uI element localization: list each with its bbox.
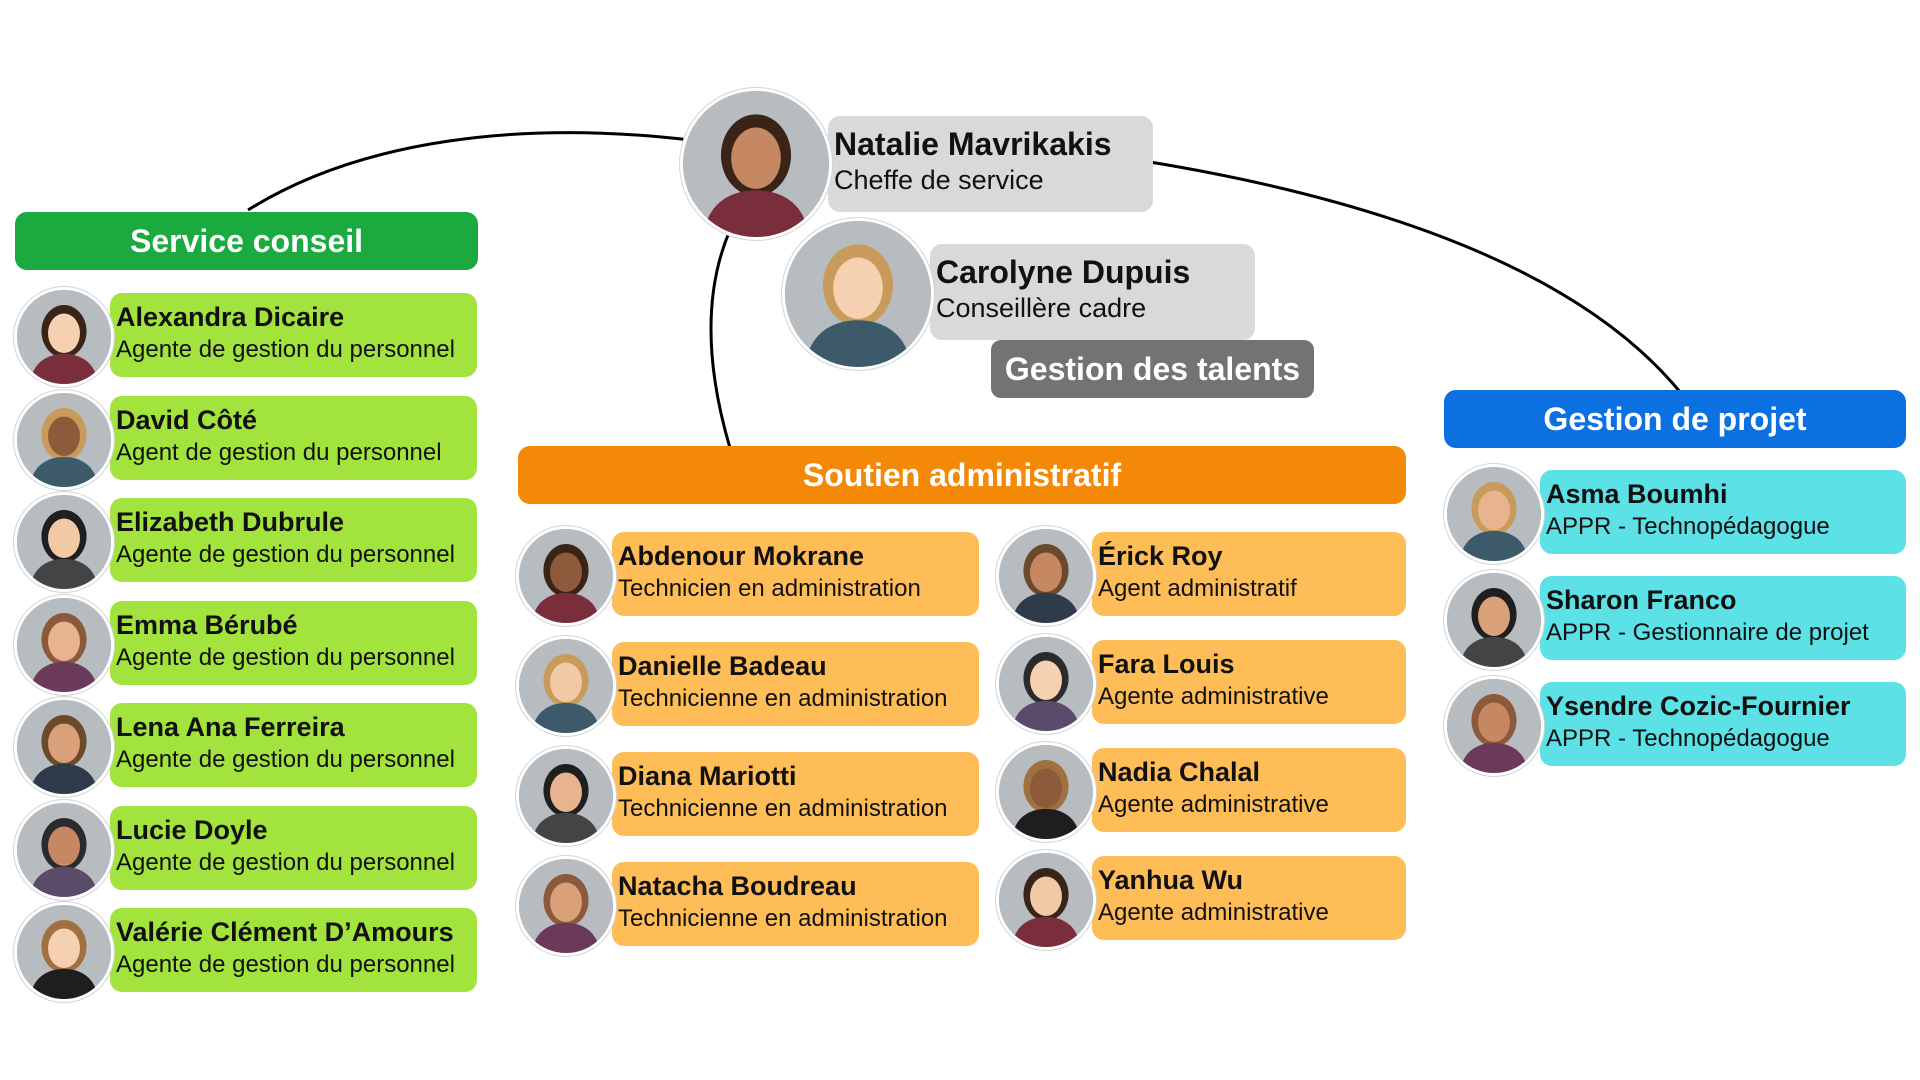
member-name: Diana Mariotti [618, 761, 797, 791]
member-role: APPR - Gestionnaire de projet [1546, 619, 1869, 646]
connector-service-conseil [247, 131, 691, 212]
gestion-projet-title: Gestion de projet [1543, 400, 1807, 437]
connector-gestion-projet [1149, 160, 1682, 393]
soutien-administratif-header: Soutien administratif [518, 446, 1406, 504]
talents-badge: Gestion des talents [991, 340, 1314, 398]
member-name: Érick Roy [1098, 541, 1223, 571]
member-role: APPR - Technopédagogue [1546, 725, 1830, 752]
head-name: Natalie Mavrikakis [834, 126, 1112, 162]
member-avatar [996, 742, 1096, 842]
member-name: Emma Bérubé [116, 609, 298, 640]
member-role: APPR - Technopédagogue [1546, 513, 1830, 540]
member-role: Technicienne en administration [618, 905, 948, 932]
head-card: Natalie Mavrikakis Cheffe de service [828, 116, 1153, 212]
soutien-administratif-title: Soutien administratif [802, 456, 1122, 493]
member-avatar [14, 389, 114, 490]
talents-badge-label: Gestion des talents [1004, 350, 1301, 387]
adviser-name: Carolyne Dupuis [936, 254, 1191, 290]
member-avatar [1444, 570, 1544, 670]
member-name: Natacha Boudreau [618, 871, 857, 901]
member-avatar [516, 636, 616, 736]
member-role: Agent de gestion du personnel [116, 438, 442, 466]
member-role: Agente de gestion du personnel [116, 848, 455, 876]
member-name: Valérie Clément D’Amours [116, 917, 454, 947]
member-role: Technicienne en administration [618, 795, 948, 822]
member-name: Danielle Badeau [618, 651, 827, 681]
member-avatar [516, 856, 616, 956]
member-avatar [14, 799, 114, 900]
member-name: Ysendre Cozic-Fournier [1546, 691, 1851, 721]
member-name: Lena Ana Ferreira [116, 712, 345, 742]
member-name: Abdenour Mokrane [618, 541, 865, 571]
adviser-role: Conseillère cadre [936, 293, 1147, 323]
member-role: Agente administrative [1098, 791, 1329, 818]
member-name: Fara Louis [1098, 649, 1235, 679]
member-name: Alexandra Dicaire [116, 302, 345, 332]
member-name: Nadia Chalal [1098, 757, 1261, 787]
member-avatar [996, 850, 1096, 950]
member-avatar [14, 594, 114, 695]
member-name: Sharon Franco [1546, 585, 1737, 615]
member-avatar [14, 492, 114, 592]
gestion-projet-header: Gestion de projet [1444, 390, 1906, 448]
member-role: Agente de gestion du personnel [116, 541, 455, 568]
member-name: David Côté [116, 404, 258, 435]
connector-soutien-administratif [709, 229, 732, 449]
member-avatar [996, 526, 1096, 626]
member-role: Agent administratif [1098, 575, 1297, 602]
member-role: Agente de gestion du personnel [116, 336, 455, 363]
member-role: Agente de gestion du personnel [116, 951, 455, 978]
service-conseil-header: Service conseil [15, 212, 478, 270]
member-role: Agente de gestion du personnel [116, 643, 455, 671]
member-name: Lucie Doyle [116, 814, 268, 845]
service-conseil-title: Service conseil [129, 222, 364, 259]
member-avatar [1444, 464, 1544, 564]
member-card: Yanhua Wu Agente administrative [1092, 856, 1406, 940]
member-role: Agente administrative [1098, 683, 1329, 710]
member-avatar [14, 287, 114, 387]
member-role: Agente administrative [1098, 899, 1329, 926]
member-role: Agente de gestion du personnel [116, 746, 455, 773]
member-role: Technicienne en administration [618, 685, 948, 712]
member-name: Asma Boumhi [1546, 479, 1728, 509]
adviser-avatar [782, 218, 934, 370]
member-avatar [996, 634, 1096, 734]
adviser-card: Carolyne Dupuis Conseillère cadre [930, 244, 1255, 340]
member-name: Elizabeth Dubrule [116, 507, 345, 537]
member-avatar [516, 526, 616, 626]
member-role: Technicien en administration [618, 575, 921, 602]
member-name: Yanhua Wu [1098, 865, 1244, 895]
member-avatar [516, 746, 616, 846]
head-avatar [680, 88, 832, 240]
member-avatar [1444, 676, 1544, 776]
member-avatar [14, 697, 114, 797]
head-role: Cheffe de service [834, 165, 1044, 195]
member-avatar [14, 902, 114, 1002]
